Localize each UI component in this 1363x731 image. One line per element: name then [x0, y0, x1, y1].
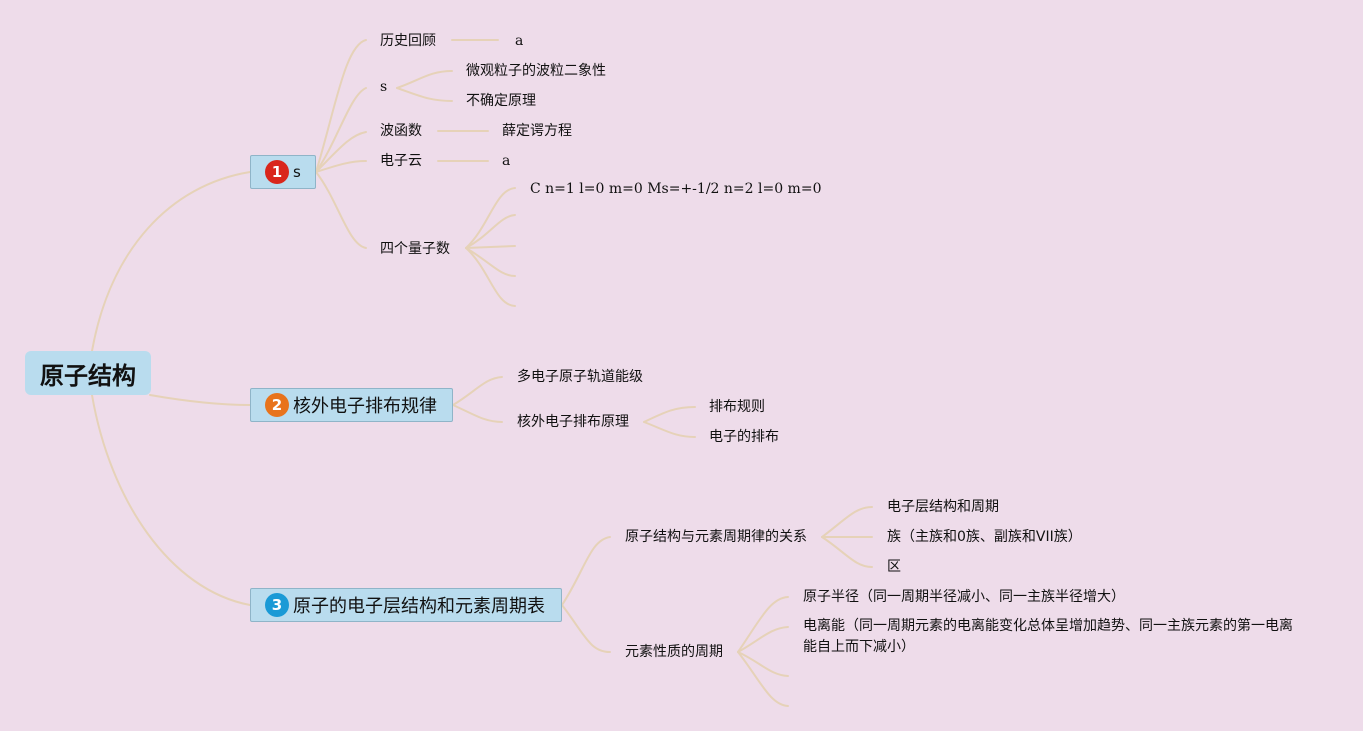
edge-q4 [465, 247, 516, 277]
topic-3[interactable]: 3 原子的电子层结构和元素周期表 [250, 588, 562, 622]
topic-1-label: s [293, 163, 301, 181]
edge-rel-block [821, 536, 873, 568]
node-s[interactable]: s [380, 79, 388, 95]
node-cloud[interactable]: 电子云 [380, 153, 422, 169]
node-block[interactable]: 区 [887, 559, 901, 575]
edge-root-topic3 [91, 394, 251, 606]
node-history-a[interactable]: a [515, 33, 524, 49]
edge-q2 [465, 214, 516, 249]
node-wave-particle[interactable]: 微观粒子的波粒二象性 [466, 63, 606, 79]
node-quantum-c[interactable]: C n=1 l=0 m=0 Ms=+-1/2 n=2 l=0 m=0 [530, 181, 822, 197]
edge-s-wp [396, 70, 453, 89]
edge-root-topic2 [149, 394, 251, 406]
badge-1: 1 [265, 160, 289, 184]
topic-1[interactable]: 1 s [250, 155, 316, 189]
edge-t2-levels [452, 376, 503, 406]
edge-t1-quantum [315, 171, 367, 249]
root-label: 原子结构 [40, 361, 136, 390]
node-radius[interactable]: 原子半径（同一周期半径减小、同一主族半径增大） [803, 589, 1125, 605]
node-wavefunction[interactable]: 波函数 [380, 123, 422, 139]
root-node[interactable]: 原子结构 [25, 351, 151, 395]
badge-3: 3 [265, 593, 289, 617]
edge-per-3 [737, 651, 789, 677]
node-quantum[interactable]: 四个量子数 [380, 241, 450, 257]
topic-2[interactable]: 2 核外电子排布规律 [250, 388, 453, 422]
edge-t2-principle [452, 404, 503, 423]
edge-pr-rules [643, 406, 696, 423]
topic-3-label: 原子的电子层结构和元素周期表 [293, 596, 545, 617]
edge-t1-history [315, 39, 367, 173]
badge-2: 2 [265, 393, 289, 417]
node-arrangement[interactable]: 电子的排布 [709, 429, 779, 445]
edge-t3-periodicity [561, 604, 611, 653]
edge-t1-cloud [315, 160, 367, 173]
edge-pr-arr [643, 421, 696, 438]
edge-t1-s [315, 87, 367, 173]
node-schrodinger[interactable]: 薛定谔方程 [502, 123, 572, 139]
edge-q1 [465, 187, 516, 249]
edge-per-4 [737, 651, 789, 707]
edge-t3-relation [561, 536, 611, 606]
node-uncertainty[interactable]: 不确定原理 [466, 93, 536, 109]
edge-per-radius [737, 596, 789, 653]
edge-root-topic1 [91, 171, 251, 352]
topic-2-label: 核外电子排布规律 [293, 396, 437, 417]
node-cloud-a[interactable]: a [502, 153, 511, 169]
edge-rel-shell [821, 506, 873, 538]
node-history[interactable]: 历史回顾 [380, 33, 436, 49]
node-group[interactable]: 族（主族和0族、副族和VII族） [887, 529, 1082, 545]
edge-s-un [396, 87, 453, 102]
node-rules[interactable]: 排布规则 [709, 399, 765, 415]
node-levels[interactable]: 多电子原子轨道能级 [517, 369, 643, 385]
node-relation[interactable]: 原子结构与元素周期律的关系 [625, 529, 807, 545]
edge-per-ion [737, 626, 789, 653]
edge-q3 [465, 245, 516, 249]
edge-t1-wave [315, 131, 367, 173]
node-shell-period[interactable]: 电子层结构和周期 [887, 499, 999, 515]
node-periodicity[interactable]: 元素性质的周期 [625, 644, 723, 660]
edge-q5 [465, 247, 516, 307]
node-ionization[interactable]: 电离能（同一周期元素的电离能变化总体呈增加趋势、同一主族元素的第一电离能自上而下… [803, 618, 1293, 655]
node-principle[interactable]: 核外电子排布原理 [517, 414, 629, 430]
